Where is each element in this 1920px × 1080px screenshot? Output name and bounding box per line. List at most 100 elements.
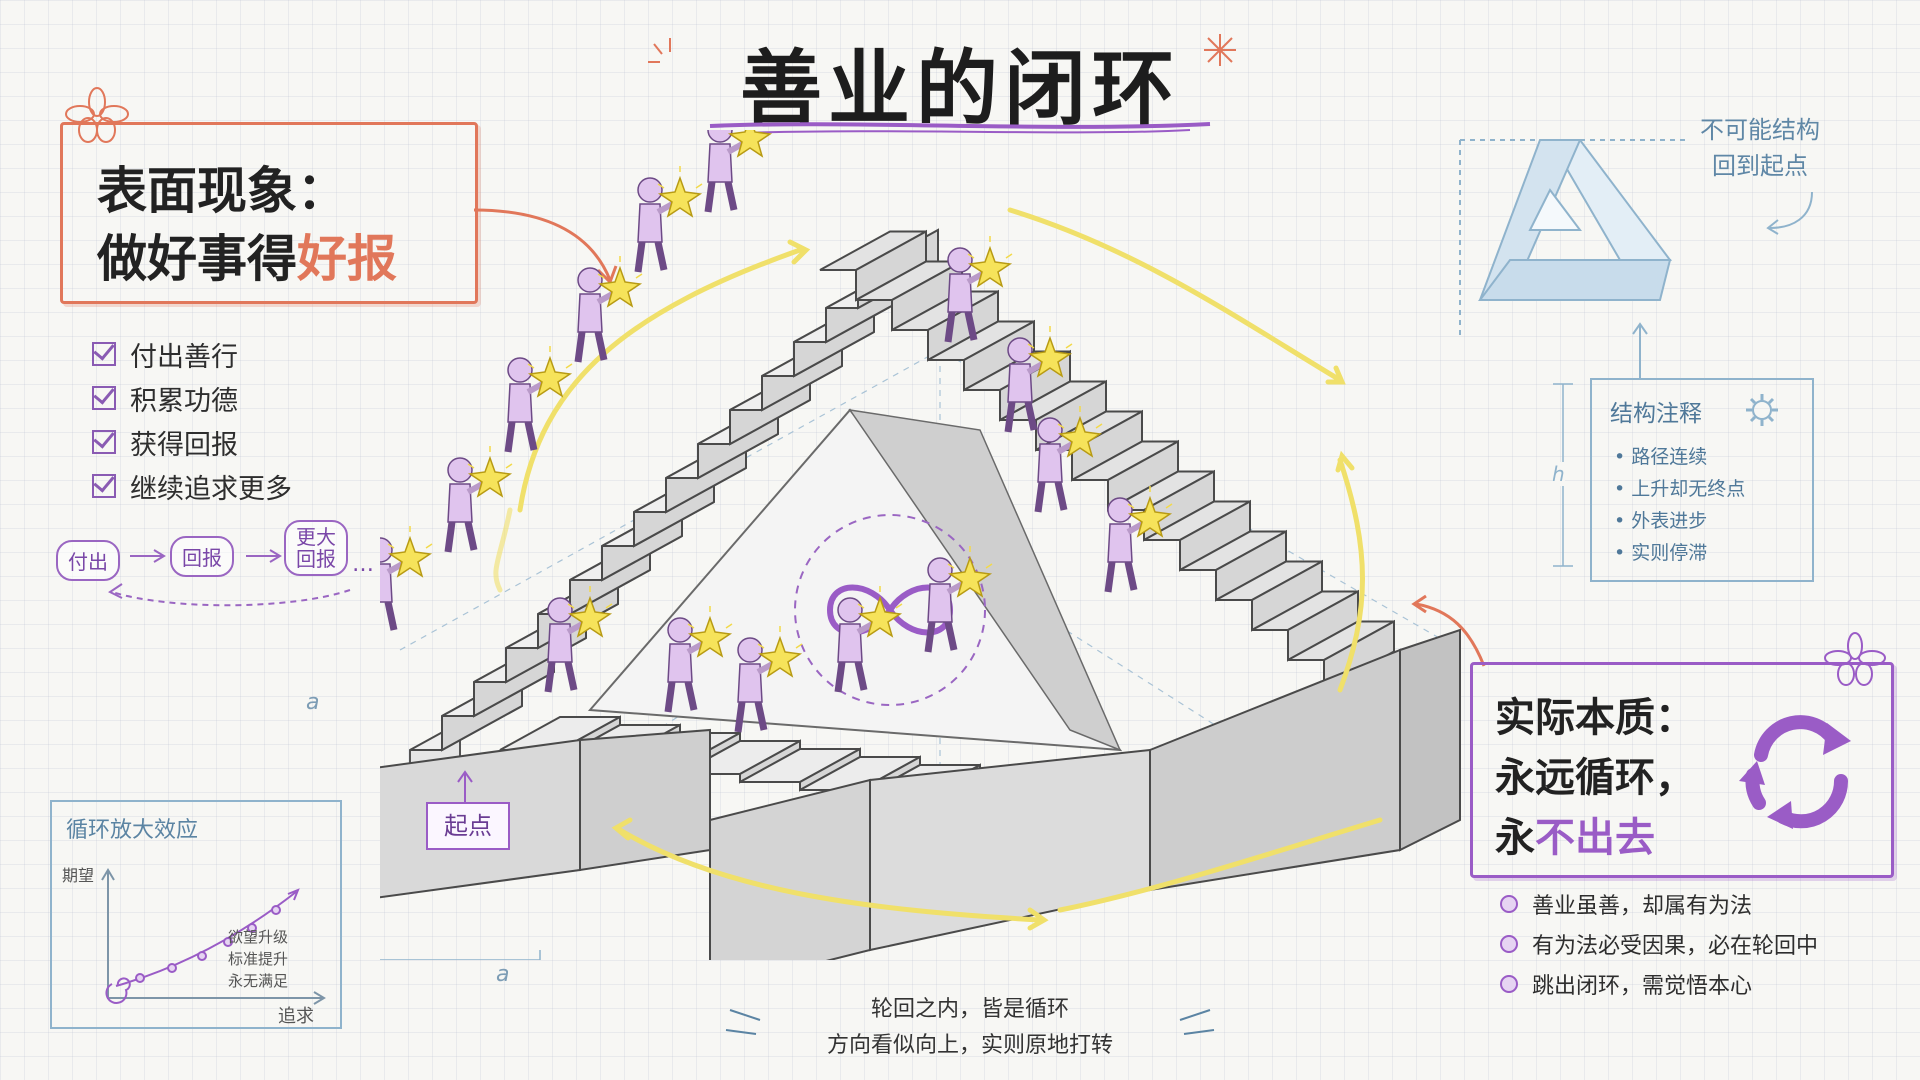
bullet-label: 跳出闭环，需觉悟本心 [1532, 974, 1753, 999]
flow-bubble-reward: 回报 [170, 536, 234, 577]
figures-layer [380, 130, 1173, 733]
dimension-h: h [1552, 462, 1565, 486]
annotation-item: 永无满足 [228, 972, 289, 990]
figure-with-star [704, 130, 773, 213]
checkbox-icon [92, 386, 116, 410]
gear-icon [1746, 394, 1778, 426]
amplification-plot [101, 868, 326, 1005]
up-arrow [1632, 322, 1648, 378]
checklist-item: 付出善行 [92, 332, 292, 376]
notes-item-label: 上升却无终点 [1631, 478, 1746, 500]
figure-with-star [834, 586, 903, 693]
amplification-title: 循环放大效应 [66, 818, 199, 843]
figure-with-star [444, 446, 513, 553]
penrose-triangle-icon [1459, 139, 1690, 340]
structure-notes-box: 结构注释 • 路径连续 • 上升却无终点 • 外表进步 • 实则停滞 [1590, 378, 1814, 582]
checklist-item: 继续追求更多 [92, 464, 292, 508]
figure-with-star [504, 346, 573, 453]
caption-line2: 方向看似向上，实则原地打转 [826, 1033, 1113, 1058]
page-title: 善业的闭环 [739, 41, 1180, 137]
amplification-x-label: 追求 [278, 1006, 314, 1027]
dimension-a-vertical: a [306, 690, 320, 715]
surface-phenomenon-box: 表面现象： 做好事得好报 [60, 122, 478, 304]
flower-icon [1824, 632, 1886, 686]
notes-item: • 上升却无终点 [1614, 478, 1746, 500]
checklist: 付出善行 积累功德 获得回报 继续追求更多 [92, 332, 292, 508]
cycle-arrows-icon [1739, 715, 1851, 829]
checkbox-icon [92, 342, 116, 366]
bullet-dot-icon [1500, 895, 1518, 913]
checklist-label: 获得回报 [130, 429, 238, 461]
checklist-item: 积累功德 [92, 376, 292, 420]
amplification-annotations: 欲望升级 标准提升 永无满足 [228, 926, 288, 992]
essence-heading: 实际本质： [1495, 694, 1695, 741]
bullet-dot-icon [1500, 975, 1518, 993]
impossible-line1: 不可能结构 [1700, 116, 1820, 144]
amplification-y-label: 期望 [62, 866, 95, 885]
essence-bullets: 善业虽善，却属有为法 有为法必受因果，必在轮回中 跳出闭环，需觉悟本心 [1500, 884, 1818, 1004]
checklist-label: 付出善行 [130, 341, 238, 373]
notes-item-label: 外表进步 [1631, 510, 1708, 532]
title-underline [709, 122, 1211, 134]
impossible-arrow [1766, 191, 1813, 235]
flow-bubble-line: 回报 [296, 547, 336, 571]
bullet-label: 有为法必受因果，必在轮回中 [1532, 934, 1819, 959]
checklist-label: 积累功德 [130, 385, 238, 417]
flow-bubble-line: 更大 [296, 525, 336, 549]
notes-item: • 路径连续 [1614, 446, 1708, 468]
flow-arrows [108, 549, 351, 607]
checklist-item: 获得回报 [92, 420, 292, 464]
flow-ellipsis: … [352, 552, 374, 577]
bullet-item: 跳出闭环，需觉悟本心 [1500, 964, 1818, 1004]
figure-with-star [734, 626, 803, 733]
bullet-item: 有为法必受因果，必在轮回中 [1500, 924, 1818, 964]
checkbox-icon [92, 430, 116, 454]
notes-item: • 实则停滞 [1614, 542, 1708, 564]
figure-with-star [1034, 406, 1103, 513]
figure-with-star [544, 586, 613, 693]
impossible-line2: 回到起点 [1712, 152, 1808, 180]
dimension-a-horizontal: a [496, 962, 510, 987]
flow-bubble-give: 付出 [56, 540, 120, 581]
notes-item-label: 路径连续 [1631, 446, 1708, 468]
asterisk-icon [1204, 34, 1236, 66]
surface-statement-prefix: 做好事得 [97, 229, 297, 288]
sparkle-icon [648, 38, 671, 63]
annotation-item: 标准提升 [228, 950, 289, 968]
start-arrow [457, 770, 473, 802]
amplification-chart-box: 循环放大效应 期望 追求 欲望升级 标准提升 永无满足 [50, 800, 342, 1029]
essence-line: 永不出去 [1495, 805, 1655, 863]
caption-line1: 轮回之内，皆是循环 [870, 997, 1069, 1022]
notes-item: • 外表进步 [1614, 510, 1708, 532]
start-point-label: 起点 [426, 802, 510, 850]
figure-with-star [1104, 486, 1173, 593]
bullet-label: 善业虽善，却属有为法 [1532, 894, 1753, 919]
surface-heading: 表面现象： [97, 161, 347, 220]
essence-line-prefix: 永 [1495, 814, 1535, 861]
actual-essence-box: 实际本质： 永远循环， 永不出去 [1470, 662, 1894, 878]
impossible-structure-label: 不可能结构 回到起点 [1700, 112, 1820, 184]
notes-title: 结构注释 [1610, 401, 1702, 427]
essence-arrow [1411, 594, 1486, 667]
figure-with-star [634, 166, 703, 273]
annotation-item: 欲望升级 [228, 928, 289, 946]
figure-with-star [1004, 326, 1073, 433]
figure-with-star [944, 236, 1013, 343]
figure-with-star [924, 546, 993, 653]
bottom-caption: 轮回之内，皆是循环 方向看似向上，实则原地打转 [760, 992, 1180, 1064]
caption-accent-lines [725, 1009, 1215, 1035]
essence-line-highlight: 不出去 [1535, 814, 1655, 861]
bullet-dot-icon [1500, 935, 1518, 953]
checkbox-icon [92, 474, 116, 498]
checklist-label: 继续追求更多 [130, 473, 292, 505]
notes-item-label: 实则停滞 [1631, 542, 1708, 564]
surface-statement: 做好事得好报 [97, 219, 397, 291]
essence-line: 永远循环， [1495, 754, 1695, 801]
penrose-staircase [380, 207, 1461, 960]
flow-bubble-greater-reward: 更大 回报 [284, 520, 348, 576]
figure-with-star [574, 256, 643, 363]
bullet-item: 善业虽善，却属有为法 [1500, 884, 1818, 924]
surface-statement-highlight: 好报 [297, 229, 397, 288]
figure-with-star [664, 606, 733, 713]
infinity-icon [826, 584, 954, 636]
